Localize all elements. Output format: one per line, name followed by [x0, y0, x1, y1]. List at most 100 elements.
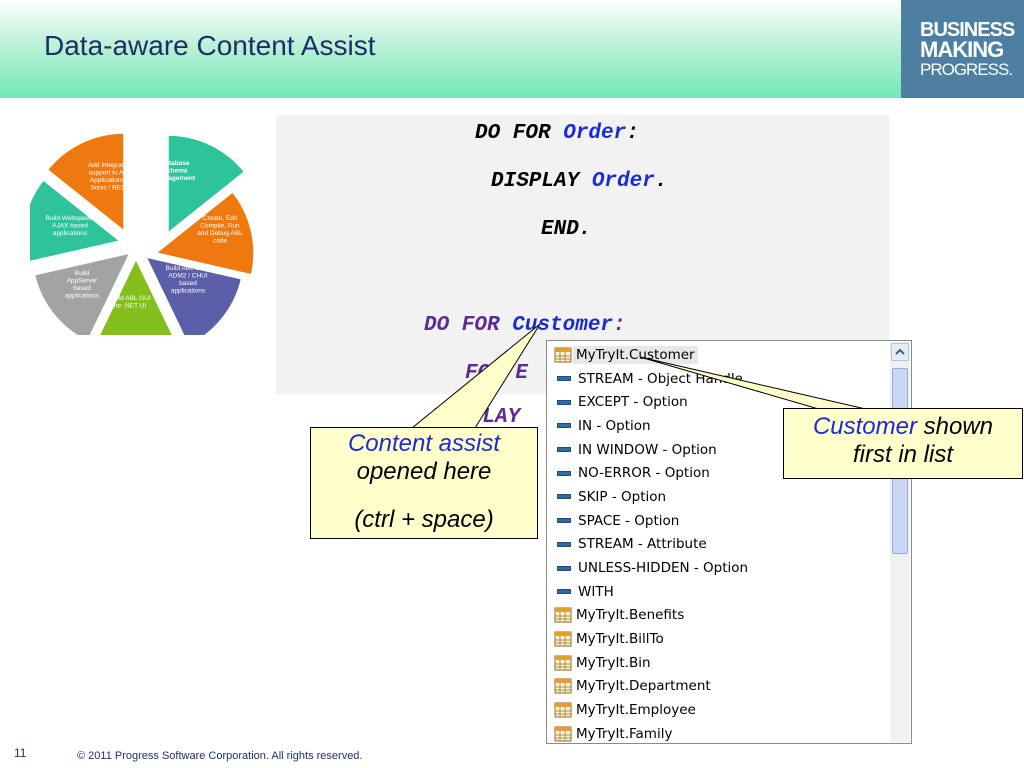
pie-label-line: Schema [163, 168, 188, 175]
pie-segment [46, 132, 125, 233]
callout-customer-first: Customer shown first in list [783, 408, 1023, 479]
pie-label-line: Build [75, 270, 90, 277]
completion-item-label: NO-ERROR - Option [578, 465, 710, 482]
pie-label-line: Create, Edit [203, 215, 238, 222]
keyword-icon [557, 447, 571, 453]
completion-item-label: EXCEPT - Option [578, 394, 688, 411]
completion-item-label: IN WINDOW - Option [578, 441, 717, 458]
keyword-icon [557, 589, 571, 595]
pie-segment [98, 257, 174, 335]
pie-segment [154, 190, 255, 276]
pie-label-line: ADM2 / CHUI [168, 273, 208, 280]
pie-label-line: Compile, Run [200, 223, 240, 230]
pie-label-line: AJAX based [52, 223, 88, 230]
pie-segment [167, 134, 246, 235]
completion-item-label: STREAM - Attribute [578, 536, 707, 553]
completion-item-label: MyTryIt.Department [576, 678, 711, 695]
keyword-icon [557, 541, 571, 547]
table-icon [554, 726, 572, 742]
completion-item[interactable]: MyTryIt.Family [553, 722, 883, 743]
callout-right-text: shown [916, 413, 994, 440]
pie-label-line: management [155, 175, 196, 182]
completion-item-label: SPACE - Option [578, 512, 680, 529]
pie-label-line: Add Integration [88, 162, 132, 169]
slide-number: 11 [14, 746, 27, 760]
callout-content-assist: Content assist opened here (ctrl + space… [310, 427, 538, 539]
slide-header [0, 0, 1024, 98]
pie-label-line: and Debug ABL [197, 230, 243, 237]
completion-item-label: MyTryIt.Customer [573, 345, 698, 364]
completion-item[interactable]: MyTryIt.Employee [553, 698, 883, 722]
pie-segment [33, 251, 132, 335]
scroll-up-button[interactable] [891, 343, 909, 361]
pie-label-line: applications [53, 230, 88, 237]
pie-label-line: AppServer [67, 278, 99, 285]
completion-item-label: UNLESS-HIDDEN - Option [578, 560, 749, 577]
logo-line-3: PROGRESS. [920, 60, 1013, 79]
pie-label-line: for .NET UI [114, 303, 147, 310]
pie-label-line: based [179, 280, 197, 287]
completion-item[interactable]: MyTryIt.BillTo [553, 627, 883, 651]
pie-label-line: Build ABL GUI / [166, 265, 211, 272]
completion-item-label: MyTryIt.BillTo [576, 631, 664, 648]
pie-label-line: Build ABL GUI [109, 295, 151, 302]
pie-label-line: support to ABL [89, 170, 132, 177]
code-line-4: DO FOR Customer: [424, 314, 626, 337]
completion-item[interactable]: IN WINDOW - Option [553, 438, 883, 462]
completion-item[interactable]: UNLESS-HIDDEN - Option [553, 556, 883, 580]
completion-item[interactable]: WITH [553, 580, 883, 604]
callout-left-line-3: (ctrl + space) [354, 506, 494, 533]
chevron-up-icon [895, 348, 905, 355]
completion-item[interactable]: MyTryIt.Bin [553, 651, 883, 675]
table-icon [554, 631, 572, 647]
completion-item[interactable]: MyTryIt.Benefits [553, 604, 883, 628]
callout-right-highlight: Customer [812, 413, 917, 440]
code-line-3: END. [541, 218, 592, 241]
completion-item-label: MyTryIt.Benefits [576, 607, 685, 624]
completion-item-label: SKIP - Option [578, 488, 667, 505]
pie-label-line: Applications – [90, 177, 131, 184]
keyword-icon [557, 565, 571, 571]
keyword-icon [557, 376, 571, 382]
completion-item-label: MyTryIt.Bin [576, 654, 651, 671]
keyword-icon [557, 518, 571, 524]
pie-label-line: code [213, 238, 227, 245]
code-line-2: DISPLAY Order. [491, 170, 668, 193]
completion-item-label: WITH [578, 583, 614, 600]
pie-label-line: Database [161, 160, 190, 167]
completion-item[interactable]: IN - Option [553, 414, 883, 438]
table-icon [554, 607, 572, 623]
completion-item[interactable]: MyTryIt.Department [553, 675, 883, 699]
completion-item[interactable]: STREAM - Attribute [553, 533, 883, 557]
code-line-1: DO FOR Order: [475, 122, 639, 145]
pie-label-line: based [73, 285, 91, 292]
completion-item[interactable]: NO-ERROR - Option [553, 461, 883, 485]
callout-left-line-1: Content assist [347, 430, 501, 457]
pie-label-line: applications [65, 293, 100, 300]
keyword-icon [557, 494, 571, 500]
callout-left-line-2: opened here [356, 458, 492, 485]
pie-segment [144, 255, 243, 335]
completion-item-label: IN - Option [578, 417, 651, 434]
table-icon [554, 655, 572, 671]
pie-label-line: Build Webspeed/ [45, 215, 94, 222]
completion-item[interactable]: SKIP - Option [553, 485, 883, 509]
pie-segment [30, 178, 122, 263]
completion-item[interactable]: SPACE - Option [553, 509, 883, 533]
completion-item[interactable]: EXCEPT - Option [553, 390, 883, 414]
callout-right-line-2: first in list [852, 441, 953, 468]
pie-label-line: applications [171, 288, 206, 295]
completion-item[interactable]: MyTryIt.Customer [553, 343, 883, 367]
keyword-icon [557, 399, 571, 405]
table-icon [554, 702, 572, 718]
table-icon [554, 347, 572, 363]
table-icon [554, 678, 572, 694]
completion-item-label: MyTryIt.Employee [576, 702, 696, 719]
logo-line-2: MAKING [920, 37, 1004, 62]
